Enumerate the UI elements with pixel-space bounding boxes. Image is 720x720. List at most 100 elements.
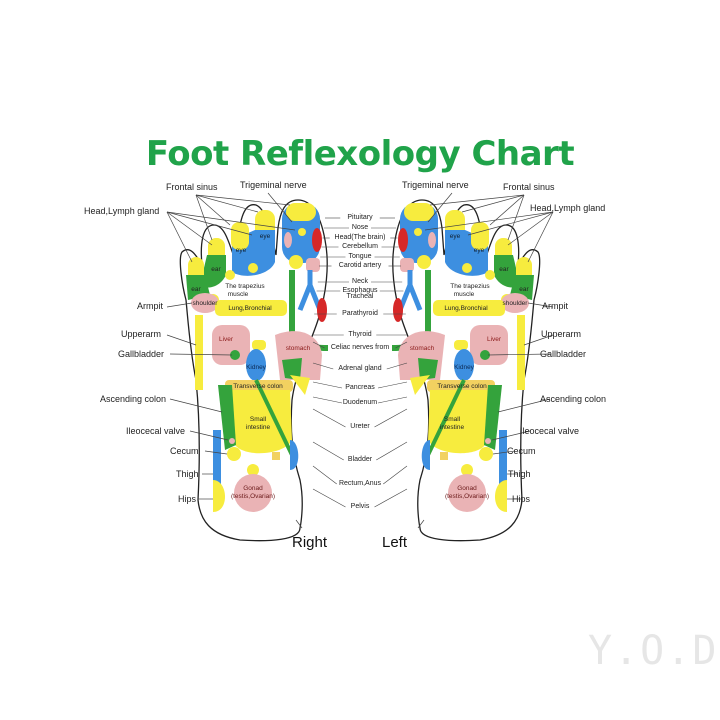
center-label-1: Nose [351,224,369,231]
center-leader-line [383,465,408,485]
center-leader-line [312,396,343,404]
label-trigeminal-nerve-left: Trigeminal nerve [402,180,469,190]
hips-zone [213,480,226,512]
pituitary-zone [312,228,322,252]
center-label-12: Adrenal gland [338,365,382,372]
liver-zone [212,325,250,365]
zone-small-int-right-1: Small [249,416,267,423]
center-label-9: Parathyroid [342,310,378,317]
ascending-colon-zone [484,385,502,450]
zone-gonad-left-2: (testis,Ovarian) [444,493,490,500]
center-label-5: Carotid artery [338,262,382,269]
zone-lung-right: Lung,Bronchial [228,305,272,312]
center-leader-line [312,441,344,461]
zone-kidney-right: Kidney [246,364,266,371]
lung-zone [215,300,287,316]
left-foot-label: Left [382,534,408,551]
label-hips-right: Hips [178,494,197,504]
upperarm-zone [195,315,203,390]
ascending-colon-zone [218,385,236,450]
zone-liver-left: Liver [486,336,502,343]
center-label-15: Ureter [350,423,370,430]
shoulder-zone [501,293,529,313]
center-label-14: Duodenum [342,399,378,406]
center-leader-line [312,381,343,389]
center-leader-line [386,362,408,370]
zone-transverse-left: Transverse colon [437,383,487,390]
center-label-2: Head(The brain) [334,234,386,241]
label-head-lymph-right: Head,Lymph gland [84,206,160,216]
right-foot [179,199,329,542]
label-frontal-sinus-left: Frontal sinus [503,182,555,192]
zone-eye2-left: eye [473,247,485,254]
zone-small-int-left-1: Small [443,416,461,423]
center-leader-line [395,341,408,349]
zone-ear2-right: ear [191,286,201,293]
zone-shoulder-right: shoulder [192,300,218,307]
center-label-13: Pancreas [345,384,375,391]
zone-eye2-right: eye [235,247,247,254]
label-thigh-left: Thigh [508,469,531,479]
zone-shoulder-left: shoulder [502,300,528,307]
center-leader-line [377,381,408,389]
zone-trapezius-right-2: muscle [227,291,249,298]
label-gallbladder-left: Gallbladder [540,349,587,359]
kidney-zone [246,349,266,381]
center-label-16: Bladder [347,456,373,463]
hips-zone [494,480,507,512]
zone-gonad-right-2: (testis,Ovarian) [230,493,276,500]
zone-gonad-right-1: Gonad [243,485,263,492]
center-leader-line [374,488,408,508]
label-ascending-colon-left: Ascending colon [540,394,607,404]
zone-small-int-left-2: intestine [439,424,465,431]
label-cecum-left: Cecum [507,446,536,456]
center-label-7: Esophagus [342,287,378,294]
zone-ear-left: ear [499,266,509,273]
gonad-zone [448,474,486,512]
zone-trapezius-right-1: The trapezius [225,283,265,290]
center-leader-line [312,362,334,370]
center-leader-line [312,408,346,428]
label-gallbladder-right: Gallbladder [118,349,165,359]
pituitary-zone [398,228,408,252]
zone-transverse-right: Transverse colon [233,383,283,390]
big-toe-sinus-zone [286,203,316,221]
zone-small-int-right-2: intestine [245,424,271,431]
label-cecum-right: Cecum [170,446,199,456]
label-thigh-right: Thigh [176,469,199,479]
watermark: Y.O.D [588,628,719,674]
zone-stomach-right: stomach [285,345,311,352]
center-leader-line [312,488,346,508]
zone-eye-left: eye [449,233,461,240]
zone-lung-left: Lung,Bronchial [444,305,488,312]
kidney-zone [454,349,474,381]
center-label-4: Tongue [348,253,372,260]
label-trigeminal-nerve-right: Trigeminal nerve [240,180,307,190]
leader-lines [166,192,554,529]
zone-stomach-left: stomach [409,345,435,352]
label-upperarm-right: Upperarm [121,329,162,339]
label-hips-left: Hips [512,494,531,504]
zone-trapezius-left-1: The trapezius [450,283,490,290]
zone-liver-right: Liver [218,336,234,343]
zone-kidney-left: Kidney [454,364,474,371]
zone-eye-right: eye [259,233,271,240]
gonad-zone [234,474,272,512]
center-leader-line [376,441,408,461]
label-upperarm-left: Upperarm [541,329,582,339]
center-label-3: Cerebellum [342,243,378,250]
label-head-lymph-left: Head,Lymph gland [530,203,606,213]
right-foot-label: Right [292,534,328,551]
zone-gonad-left-1: Gonad [457,485,477,492]
center-label-17: Rectum,Anus [338,480,382,487]
label-ileocecal-valve-right: Ileocecal valve [126,426,186,436]
zone-trapezius-left-2: muscle [453,291,475,298]
zone-ear2-left: ear [519,286,529,293]
label-ileocecal-valve-left: Ileocecal valve [520,426,580,436]
center-leader-line [312,465,337,485]
center-leader-line [377,396,408,404]
liver-zone [470,325,508,365]
label-armpit-left: Armpit [542,301,569,311]
center-label-18: Pelvis [350,503,370,510]
